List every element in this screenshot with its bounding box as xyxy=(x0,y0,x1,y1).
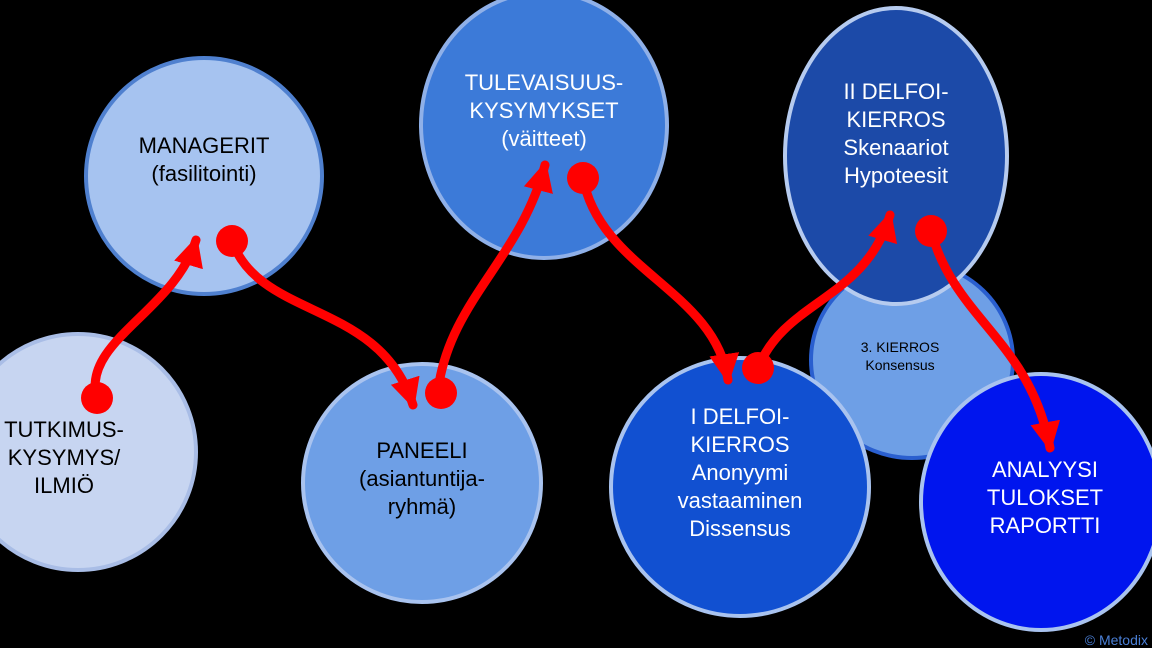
node-paneeli: PANEELI (asiantuntija- ryhmä) xyxy=(301,362,543,604)
node-analyysi-label: ANALYYSI TULOKSET RAPORTTI xyxy=(986,456,1104,539)
node-tulevaisuuskysymykset-label: TULEVAISUUS- KYSYMYKSET (väitteet) xyxy=(464,69,624,152)
node-delfoi-kierros-1: I DELFOI- KIERROS Anonyymi vastaaminen D… xyxy=(609,356,871,618)
node-managerit: MANAGERIT (fasilitointi) xyxy=(84,56,324,296)
copyright-text: © Metodix xyxy=(1084,632,1148,648)
node-analyysi: ANALYYSI TULOKSET RAPORTTI xyxy=(919,372,1152,632)
node-kierros-3-label: 3. KIERROS Konsensus xyxy=(860,339,940,373)
node-paneeli-label: PANEELI (asiantuntija- ryhmä) xyxy=(359,437,485,520)
node-delfoi-kierros-1-label: I DELFOI- KIERROS Anonyymi vastaaminen D… xyxy=(677,403,803,542)
node-tutkimuskysymys-label: TUTKIMUS- KYSYMYS/ ILMIÖ xyxy=(4,416,124,499)
node-managerit-label: MANAGERIT (fasilitointi) xyxy=(138,132,270,186)
node-tutkimuskysymys: TUTKIMUS- KYSYMYS/ ILMIÖ xyxy=(0,332,198,572)
node-delfoi-kierros-2: II DELFOI- KIERROS Skenaariot Hypoteesit xyxy=(783,6,1009,306)
node-delfoi-kierros-2-label: II DELFOI- KIERROS Skenaariot Hypoteesit xyxy=(843,78,949,189)
node-tulevaisuuskysymykset: TULEVAISUUS- KYSYMYKSET (väitteet) xyxy=(419,0,669,260)
